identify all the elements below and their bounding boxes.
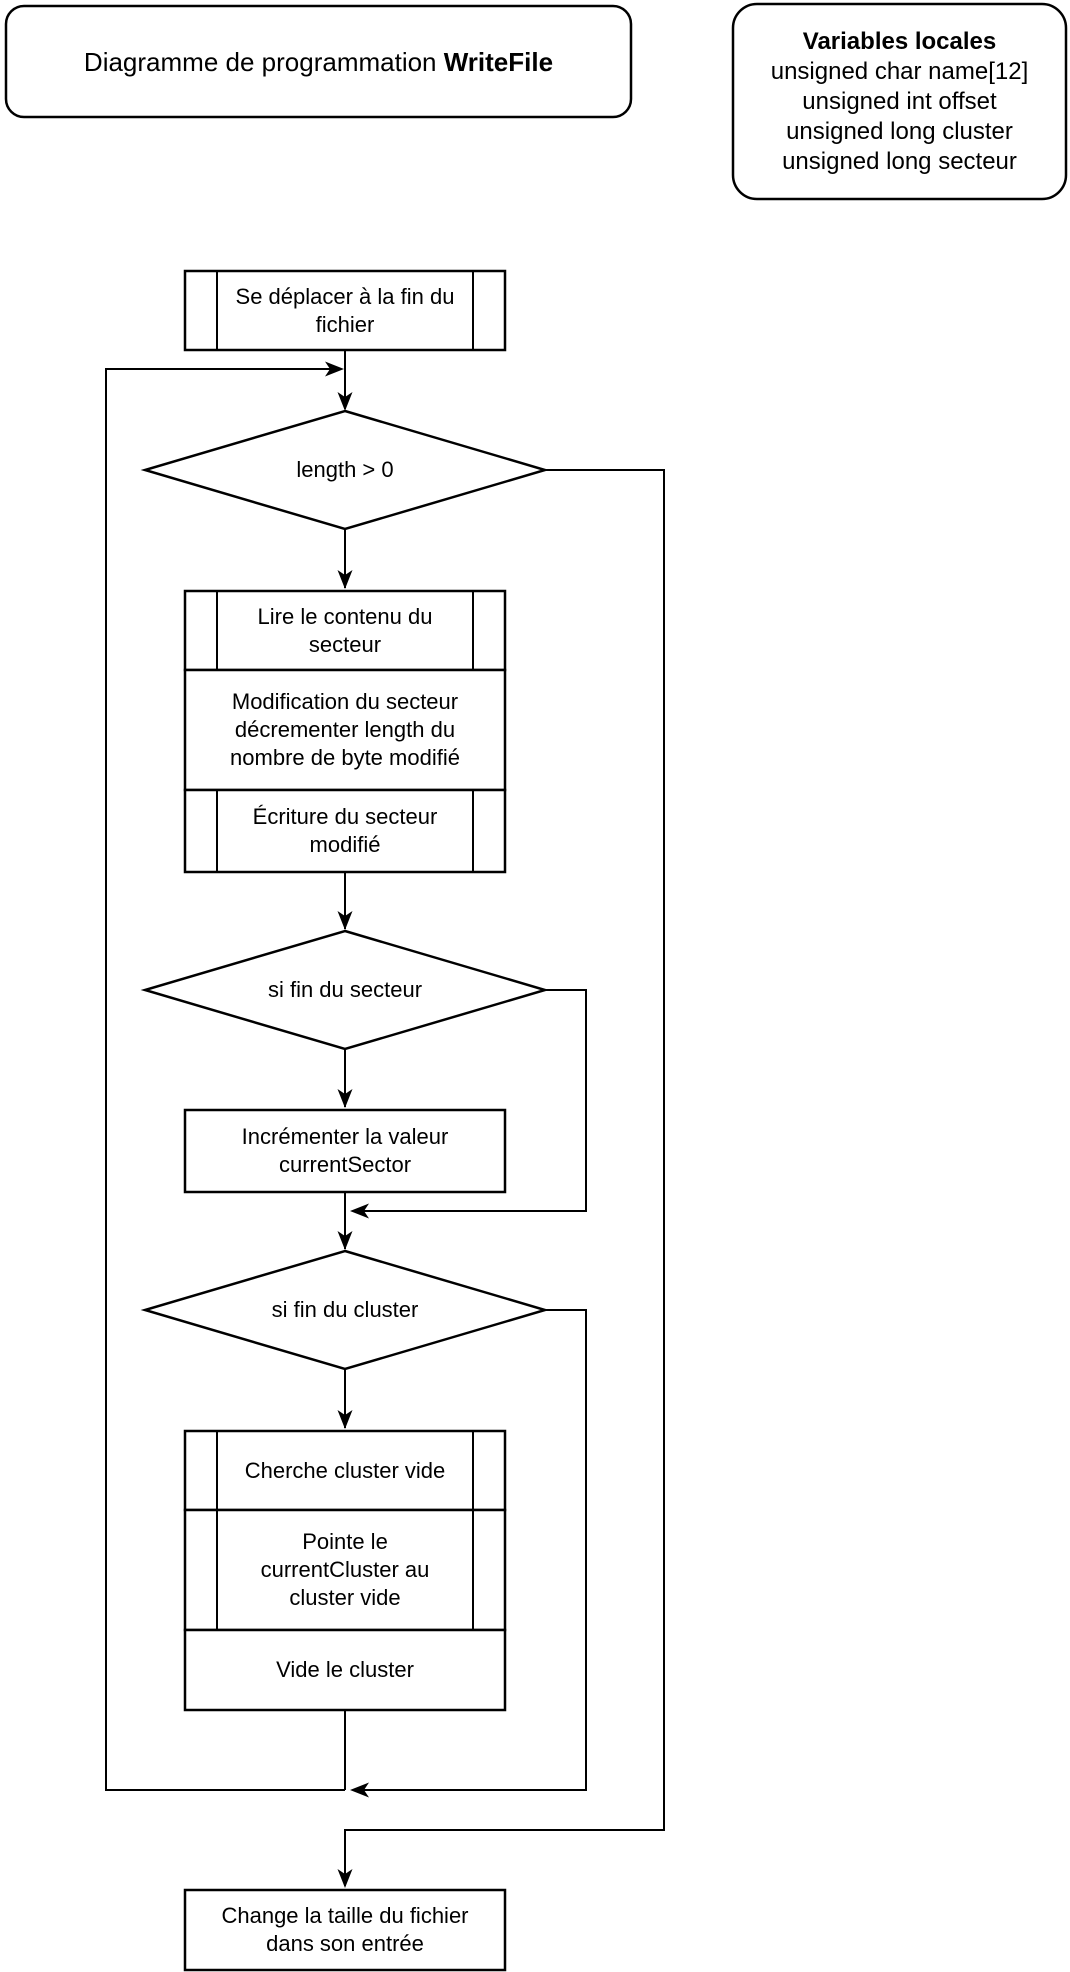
arrowhead-into-read-sector <box>337 570 353 589</box>
arrowhead-cluster-bypass-merge <box>350 1782 369 1798</box>
arrowhead-sector-bypass-merge <box>350 1203 369 1219</box>
increment-sector-box <box>183 1108 507 1194</box>
change-size-box <box>183 1888 507 1972</box>
sector-end-diamond <box>140 929 550 1051</box>
empty-cluster-box <box>183 1628 507 1712</box>
arrowhead-into-sector-check <box>337 911 353 930</box>
title-box <box>4 4 633 119</box>
arrowhead-into-increment <box>337 1089 353 1108</box>
arrowhead-into-cluster-check <box>337 1231 353 1250</box>
variables-box <box>731 2 1068 201</box>
arrowhead-loop-reentry <box>325 361 344 377</box>
find-cluster-box <box>183 1429 507 1512</box>
edge-loop-back <box>105 368 345 1791</box>
point-cluster-box <box>183 1508 507 1632</box>
edge-sector-check-bypass <box>362 989 587 1212</box>
arrowhead-into-length-check <box>337 392 353 411</box>
edge-length-false-branch <box>344 469 665 1886</box>
edge-cluster-check-bypass <box>362 1309 587 1791</box>
read-sector-box <box>183 589 507 672</box>
write-sector-box <box>183 788 507 874</box>
arrowhead-into-find-cluster <box>337 1410 353 1429</box>
cluster-end-diamond <box>140 1249 550 1371</box>
arrowhead-into-change-size <box>337 1869 353 1888</box>
length-check-diamond <box>140 409 550 531</box>
modify-sector-box <box>183 668 507 792</box>
move-to-end-box <box>183 269 507 352</box>
